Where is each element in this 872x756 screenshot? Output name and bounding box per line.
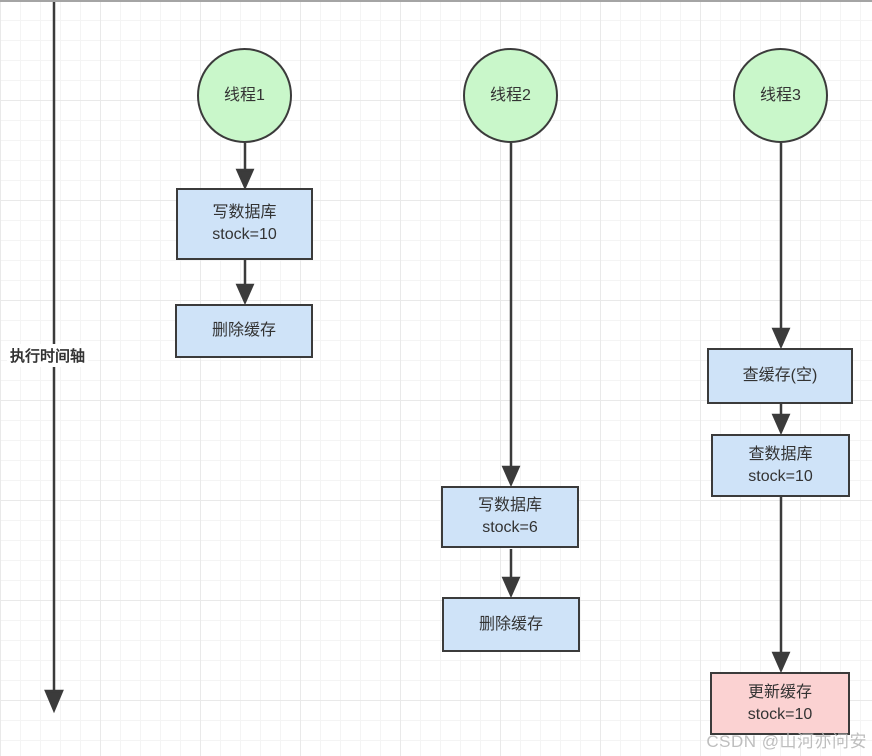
thread1-delete-cache-box: 删除缓存 — [175, 304, 313, 358]
thread2-label: 线程2 — [490, 86, 531, 104]
timeline-axis-label: 执行时间轴 — [7, 344, 89, 367]
thread2-delete-cache-box: 删除缓存 — [442, 597, 580, 652]
box-text-line: stock=10 — [212, 226, 277, 243]
thread3-query-cache-box: 查缓存(空) — [707, 348, 853, 404]
box-text-line: 删除缓存 — [211, 322, 276, 339]
box-text-line: 写数据库 — [212, 204, 277, 221]
box-text-line: stock=10 — [748, 467, 813, 485]
arrowhead-icon — [235, 283, 255, 306]
box-text-line: 更新缓存 — [747, 683, 812, 701]
arrowhead-icon — [771, 327, 791, 350]
thread1-circle: 线程1 — [197, 48, 292, 143]
csdn-watermark: CSDN @山河亦问安 — [706, 732, 867, 751]
box-text-line: stock=10 — [747, 705, 813, 723]
thread3-circle: 线程3 — [733, 48, 828, 143]
window-top-border — [0, 0, 872, 2]
box-text-line: stock=6 — [482, 519, 538, 536]
arrowhead-icon — [501, 465, 521, 488]
box-text-line: 查数据库 — [748, 445, 813, 463]
thread3-label: 线程3 — [760, 86, 801, 104]
box-text-line: 查缓存(空) — [742, 367, 818, 384]
thread3-update-cache-box: 更新缓存 stock=10 — [710, 672, 850, 735]
arrowhead-icon — [771, 413, 791, 436]
box-text-line: 删除缓存 — [478, 615, 543, 633]
arrowhead-icon — [771, 651, 791, 674]
thread2-circle: 线程2 — [463, 48, 558, 143]
thread3-query-db-box: 查数据库 stock=10 — [711, 434, 850, 497]
thread2-write-db-box: 写数据库 stock=6 — [441, 486, 579, 548]
arrowhead-icon — [235, 168, 255, 191]
thread1-label: 线程1 — [224, 86, 265, 104]
thread1-write-db-box: 写数据库 stock=10 — [176, 188, 313, 260]
box-text-line: 写数据库 — [477, 497, 542, 514]
timeline-arrowhead-icon — [44, 689, 64, 714]
arrowhead-icon — [501, 576, 521, 599]
